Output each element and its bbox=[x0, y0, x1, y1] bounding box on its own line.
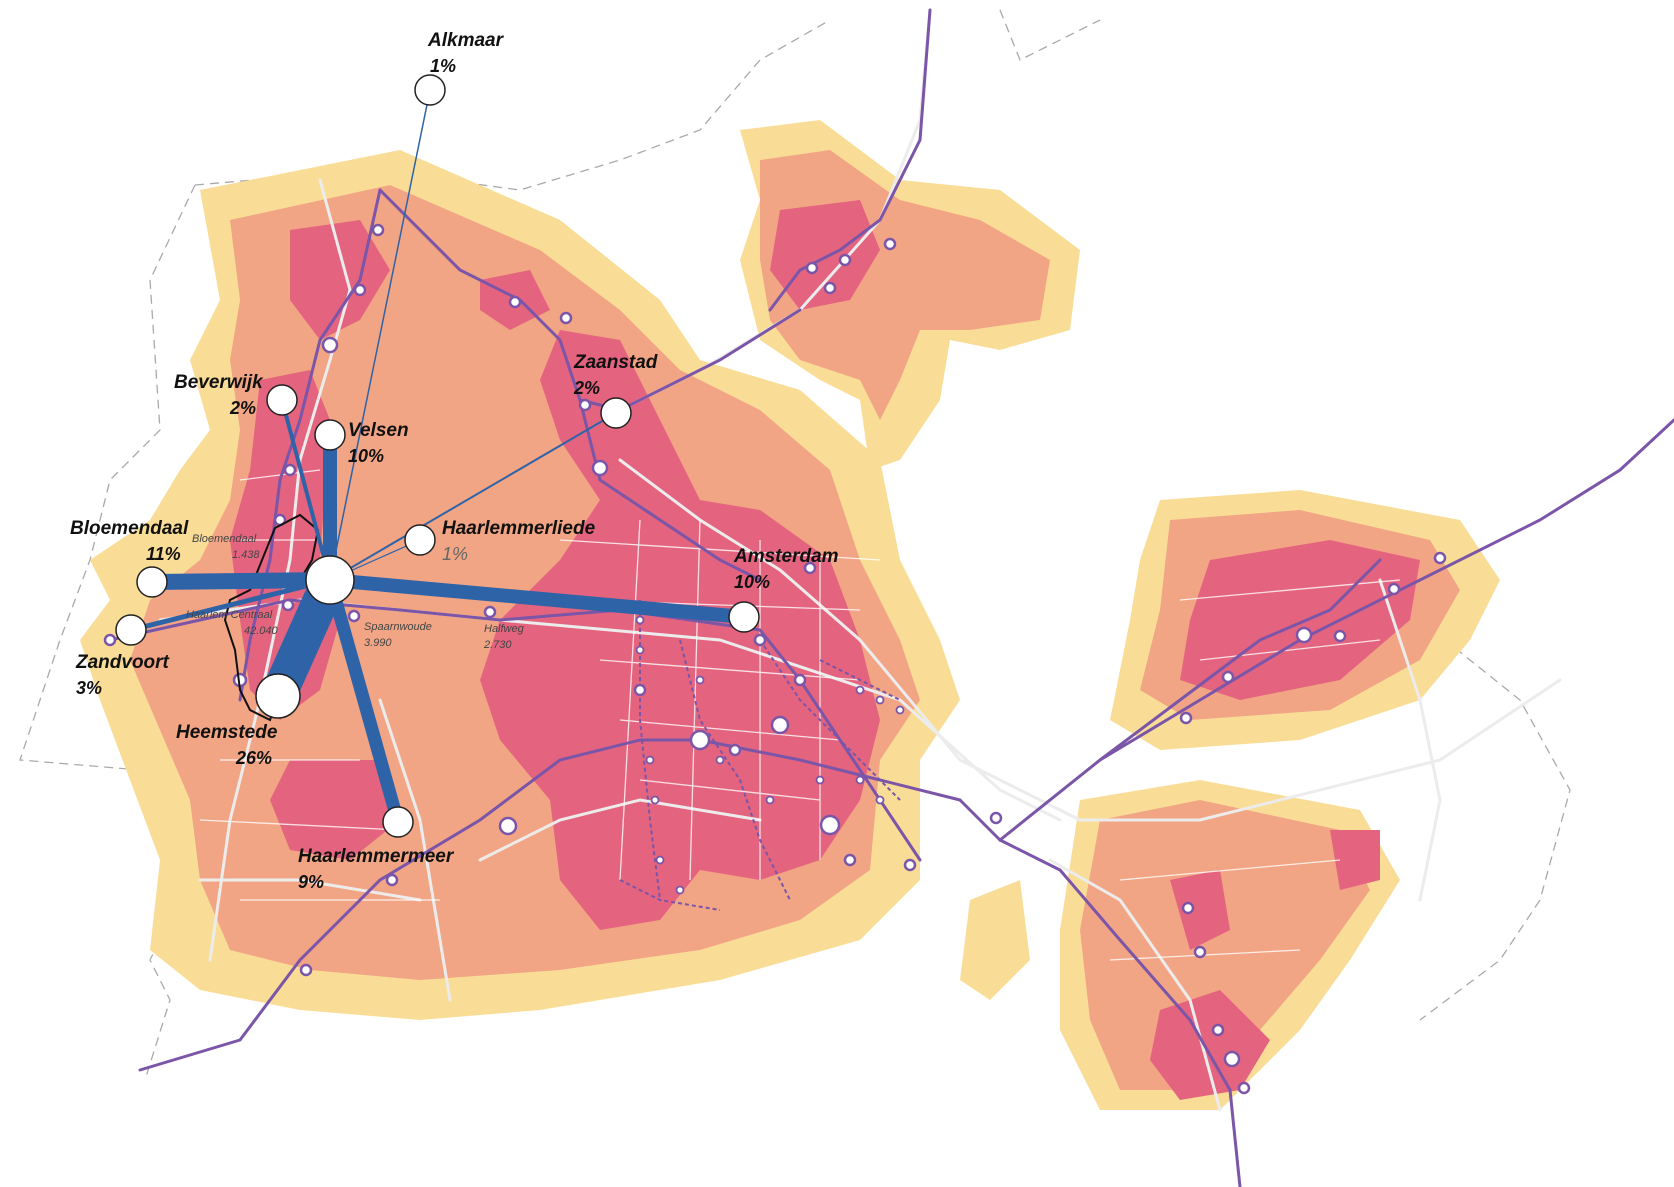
label-alkmaar: Alkmaar bbox=[427, 30, 505, 51]
station-halfweg-name: Halfweg bbox=[484, 623, 525, 635]
node-haarlemmermeer bbox=[382, 806, 414, 838]
share-haarlemmerliede: 1% bbox=[442, 544, 468, 564]
label-bloemendaal: Bloemendaal bbox=[70, 518, 189, 539]
share-velsen: 10% bbox=[348, 446, 384, 466]
label-haarlemmermeer: Haarlemmermeer bbox=[298, 846, 455, 867]
node-beverwijk bbox=[266, 384, 298, 416]
share-zaanstad: 2% bbox=[573, 378, 600, 398]
label-amsterdam: Amsterdam bbox=[733, 546, 839, 567]
share-amsterdam: 10% bbox=[734, 572, 770, 592]
station-spaarnwoude-name: Spaarnwoude bbox=[364, 621, 432, 633]
station-bloemendaal-value: 1.438 bbox=[232, 549, 260, 561]
label-velsen: Velsen bbox=[348, 420, 409, 441]
station-spaarnwoude-value: 3.990 bbox=[364, 637, 392, 649]
station-haarlem-centraal-value: 42.040 bbox=[244, 625, 279, 637]
station-bloemendaal-name: Bloemendaal bbox=[192, 533, 257, 545]
label-zandvoort: Zandvoort bbox=[75, 652, 170, 673]
accessibility-heatmap bbox=[80, 120, 1500, 1110]
station-halfweg-value: 2.730 bbox=[483, 639, 512, 651]
share-zandvoort: 3% bbox=[76, 678, 102, 698]
node-haarlemmerliede bbox=[404, 524, 436, 556]
label-haarlemmerliede: Haarlemmerliede bbox=[442, 518, 596, 539]
node-zandvoort bbox=[115, 614, 147, 646]
destination-labels: Alkmaar 1% Beverwijk 2% Velsen 10% Zaans… bbox=[70, 30, 839, 892]
node-velsen bbox=[314, 419, 346, 451]
minor-roads bbox=[199, 469, 1401, 961]
share-bloemendaal: 11% bbox=[146, 544, 181, 564]
metro-lines bbox=[619, 600, 901, 911]
node-zaanstad bbox=[600, 397, 632, 429]
node-alkmaar bbox=[414, 74, 446, 106]
label-heemstede: Heemstede bbox=[176, 722, 278, 743]
share-beverwijk: 2% bbox=[229, 398, 256, 418]
node-heemstede bbox=[255, 673, 301, 719]
label-beverwijk: Beverwijk bbox=[174, 372, 264, 393]
destination-nodes bbox=[115, 74, 760, 838]
label-zaanstad: Zaanstad bbox=[573, 352, 658, 373]
share-heemstede: 26% bbox=[235, 748, 272, 768]
station-haarlem-centraal-name: Haarlem Centraal bbox=[186, 609, 273, 621]
node-bloemendaal bbox=[136, 566, 168, 598]
origin-municipality-outline bbox=[223, 513, 322, 722]
region-borders bbox=[19, 9, 1571, 1081]
node-amsterdam bbox=[728, 601, 760, 633]
metro-stops bbox=[635, 615, 905, 895]
station-labels: Bloemendaal 1.438 Haarlem Centraal 42.04… bbox=[186, 533, 525, 651]
node-origin-haarlem bbox=[305, 555, 355, 605]
share-alkmaar: 1% bbox=[430, 56, 456, 76]
rail-stations bbox=[103, 223, 1447, 1095]
share-haarlemmermeer: 9% bbox=[298, 872, 324, 892]
